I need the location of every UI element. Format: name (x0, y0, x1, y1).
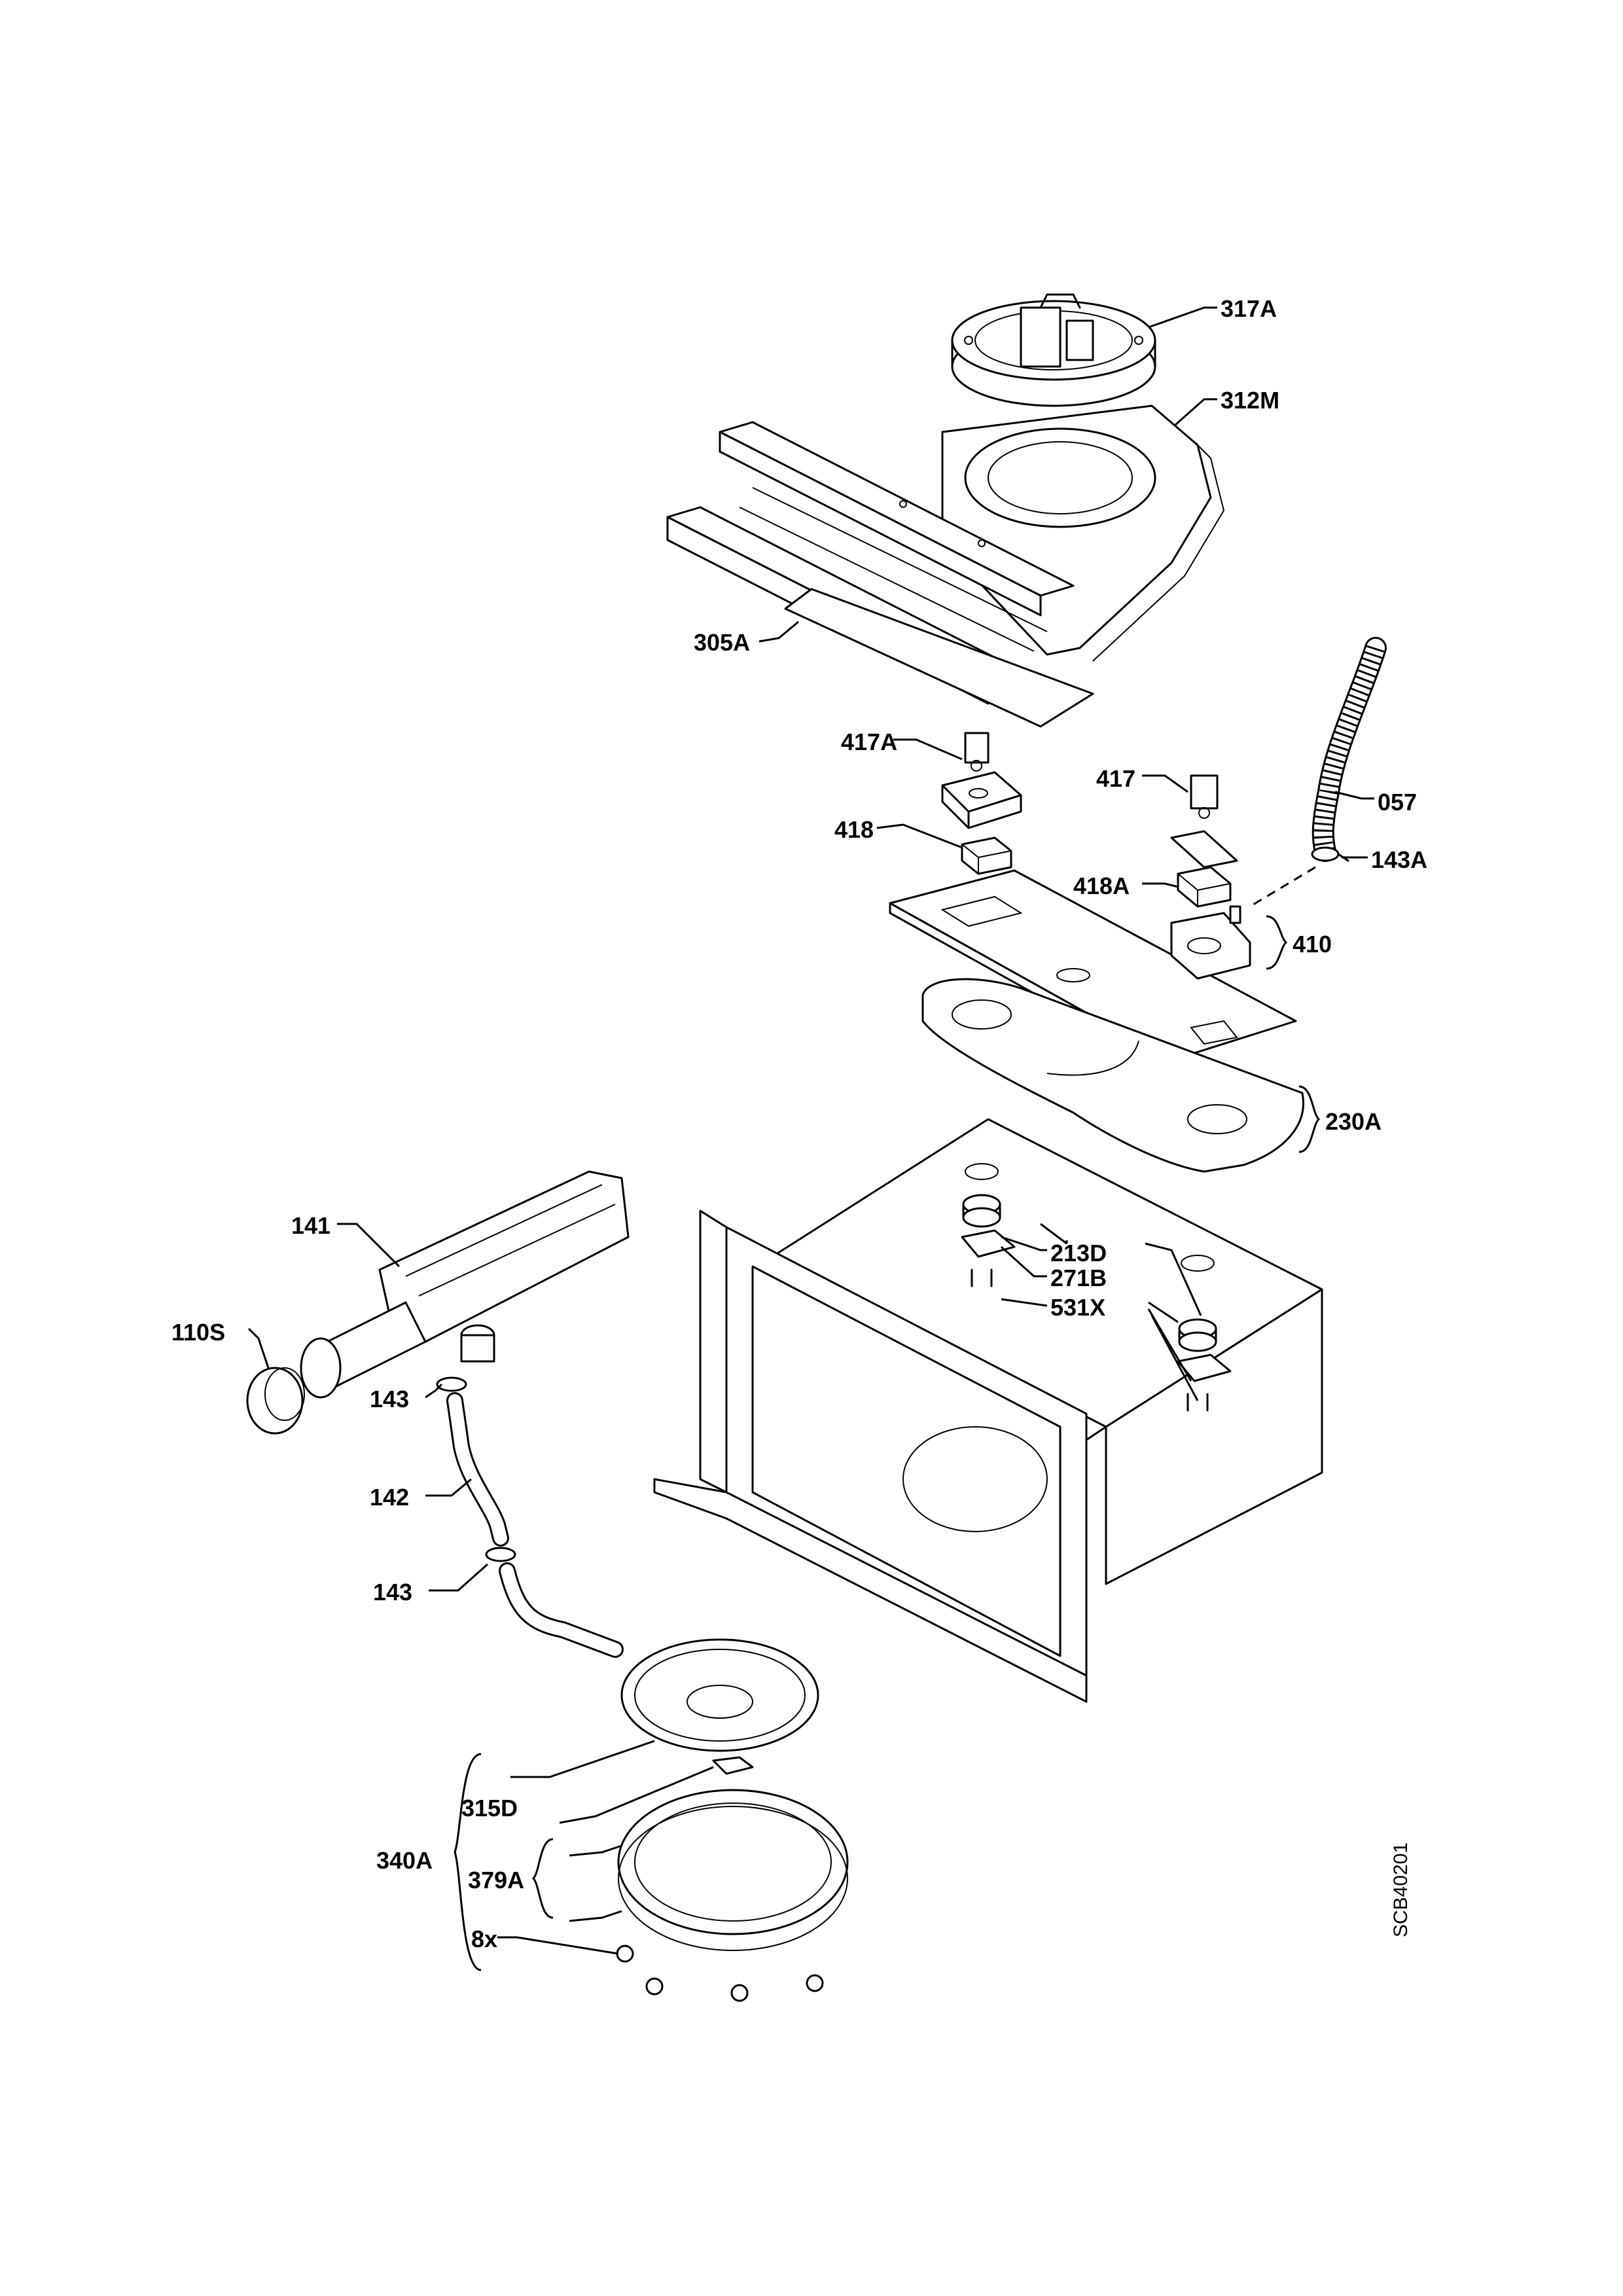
callout-143-bottom: 143 (373, 1579, 412, 1605)
hose-clip-143A-drawing (1311, 846, 1349, 862)
bracket-418A-drawing (1177, 866, 1232, 908)
cap-110S-drawing (246, 1367, 305, 1435)
clip-143-bottom-drawing (485, 1547, 516, 1562)
callout-418A: 418A (1073, 872, 1130, 899)
callout-271B: 271B (1050, 1265, 1107, 1291)
callout-379A: 379A (468, 1867, 524, 1893)
callout-317A: 317A (1221, 295, 1277, 322)
callout-418: 418 (834, 816, 874, 843)
hose-connection-line (1249, 866, 1316, 908)
callout-531X: 531X (1050, 1294, 1105, 1321)
thermostat-417A-drawing (941, 732, 1022, 829)
callout-142: 142 (370, 1484, 409, 1511)
fan-housing-drawing (941, 404, 1225, 662)
fitting-set-2-drawing (1177, 1318, 1232, 1412)
sump-cover-230A-drawing (921, 978, 1304, 1173)
callout-213D: 213D (1050, 1240, 1107, 1266)
callout-312M: 312M (1221, 387, 1279, 414)
nuts-8x-drawing (616, 1945, 824, 2002)
callout-340A: 340A (376, 1847, 433, 1874)
bracket-315D-drawing (712, 1756, 754, 1775)
callout-410: 410 (1293, 931, 1332, 958)
callout-143A: 143A (1371, 846, 1427, 873)
inlet-duct-141-drawing (300, 1170, 630, 1399)
callout-230A: 230A (1325, 1108, 1382, 1135)
callout-8x: 8x (471, 1926, 497, 1952)
fan-motor-assembly-drawing (951, 293, 1156, 407)
callout-057: 057 (1378, 789, 1417, 816)
drip-pan-drawing (620, 1638, 819, 1752)
gasket-ring-379A-drawing (617, 1789, 849, 1951)
callout-305A: 305A (694, 629, 750, 656)
drawing-code: SCB40201 (1390, 1842, 1412, 1937)
callout-110S: 110S (171, 1319, 225, 1346)
oven-cavity-drawing (653, 1118, 1323, 1703)
clip-143-top-drawing (436, 1376, 467, 1392)
corrugated-hose-drawing (1311, 637, 1387, 862)
drain-pipe-142-drawing (446, 1392, 509, 1547)
callout-141: 141 (291, 1212, 330, 1239)
callout-315D: 315D (461, 1795, 518, 1821)
callout-417: 417 (1096, 765, 1135, 792)
callout-417A: 417A (841, 728, 897, 755)
bracket-418-drawing (961, 836, 1012, 875)
thermostat-417-drawing (1170, 774, 1238, 869)
callout-143-top: 143 (370, 1386, 409, 1412)
air-duct-drawing (666, 421, 1094, 728)
leader-lines (247, 306, 1374, 1971)
